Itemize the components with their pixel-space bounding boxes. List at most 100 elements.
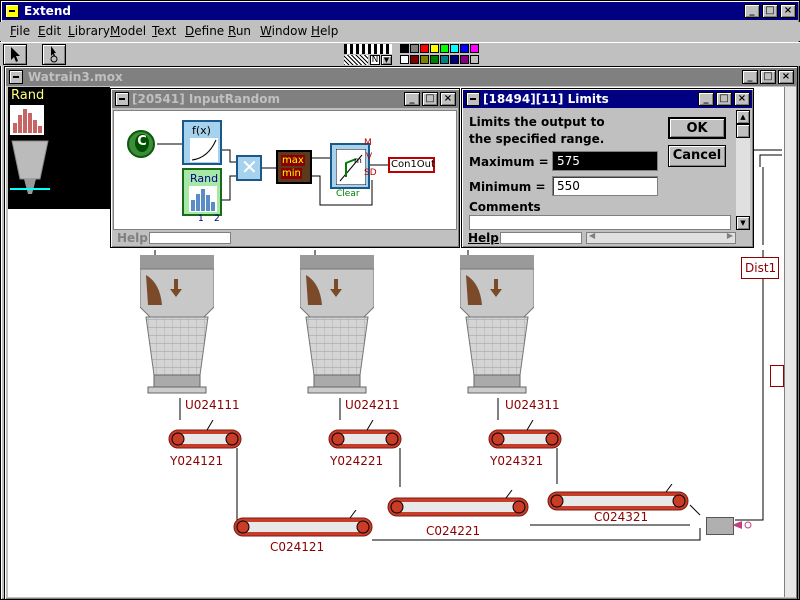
limits-hscroll[interactable]: ◀ ▶ bbox=[586, 231, 736, 244]
menu-run[interactable]: Run bbox=[228, 24, 252, 38]
menu-model[interactable]: Model bbox=[110, 24, 147, 38]
inputrandom-minimize-button[interactable]: _ bbox=[404, 92, 420, 106]
color-swatch[interactable] bbox=[400, 55, 409, 64]
color-swatch[interactable] bbox=[450, 55, 459, 64]
connector-tool[interactable] bbox=[42, 44, 66, 65]
menu-text[interactable]: Text bbox=[152, 24, 177, 38]
rand-block-icon[interactable]: Rand bbox=[8, 87, 110, 209]
output-block-partial[interactable] bbox=[770, 365, 784, 387]
combiner-output-icon bbox=[732, 521, 752, 529]
hopper-unit[interactable] bbox=[299, 255, 375, 397]
feeder-conveyor[interactable] bbox=[327, 419, 403, 455]
conveyor-icon bbox=[488, 419, 562, 449]
menu-file[interactable]: File bbox=[10, 24, 31, 38]
color-swatch[interactable] bbox=[400, 44, 409, 53]
inputrandom-titlebar[interactable]: [20541] InputRandom _ □ × bbox=[112, 90, 458, 108]
menu-help[interactable]: Help bbox=[311, 24, 339, 38]
feeder-conveyor[interactable] bbox=[167, 419, 243, 455]
plotter-block[interactable]: m bbox=[330, 143, 370, 189]
pattern-cell bbox=[344, 55, 368, 65]
minimum-input[interactable]: 550 bbox=[552, 176, 658, 196]
menu-define[interactable]: Define bbox=[185, 24, 225, 38]
color-swatch[interactable] bbox=[440, 55, 449, 64]
color-swatch[interactable] bbox=[460, 55, 469, 64]
limits-titlebar[interactable]: [18494][11] Limits _ □ × bbox=[463, 90, 752, 108]
main-conveyor[interactable] bbox=[546, 483, 690, 517]
main-conveyor[interactable] bbox=[386, 489, 530, 523]
conveyor-icon bbox=[547, 483, 689, 511]
limits-title: [18494][11] Limits bbox=[483, 92, 609, 106]
color-swatch[interactable] bbox=[410, 44, 419, 53]
random-label: Rand bbox=[190, 172, 219, 185]
color-swatch[interactable] bbox=[430, 55, 439, 64]
inputrandom-close-button[interactable]: × bbox=[440, 92, 456, 106]
hopper-unit[interactable] bbox=[459, 255, 535, 397]
maximize-button[interactable]: □ bbox=[762, 4, 778, 18]
ok-button[interactable]: OK bbox=[668, 117, 726, 139]
model-maximize-button[interactable]: □ bbox=[760, 70, 776, 84]
color-swatch[interactable] bbox=[460, 44, 469, 53]
arrow-cursor-icon bbox=[11, 47, 20, 62]
hopper-unit[interactable] bbox=[139, 255, 215, 397]
dist1-block[interactable]: Dist1 bbox=[741, 257, 779, 279]
scroll-thumb[interactable] bbox=[736, 124, 750, 138]
model-close-button[interactable]: × bbox=[778, 70, 794, 84]
comments-textarea[interactable] bbox=[469, 215, 731, 230]
menu-library[interactable]: Library bbox=[68, 24, 110, 38]
hscroll-left-arrow[interactable]: ◀ bbox=[589, 231, 596, 240]
output-connector-block[interactable]: Con1Out bbox=[388, 157, 435, 173]
color-swatch[interactable] bbox=[410, 55, 419, 64]
feeder-conveyor[interactable] bbox=[487, 419, 563, 455]
random-block[interactable]: Rand bbox=[182, 168, 222, 216]
pointer-tool[interactable] bbox=[3, 44, 27, 65]
histogram-icon bbox=[10, 105, 44, 135]
color-swatch[interactable] bbox=[430, 44, 439, 53]
link-cursor-icon bbox=[50, 46, 58, 63]
limits-close-button[interactable]: × bbox=[734, 92, 750, 106]
conveyor-label: C024321 bbox=[594, 510, 649, 524]
function-block[interactable]: f(x) bbox=[182, 120, 222, 165]
limits-vscroll[interactable]: ▲ ▼ bbox=[736, 110, 750, 230]
limit-block[interactable]: max min bbox=[276, 150, 312, 184]
limits-system-menu[interactable] bbox=[466, 92, 480, 106]
model-system-menu[interactable] bbox=[9, 70, 23, 84]
inputrandom-system-menu[interactable] bbox=[115, 92, 129, 106]
pattern-dropdown-arrow[interactable]: ▼ bbox=[381, 55, 392, 65]
limits-minimize-button[interactable]: _ bbox=[698, 92, 714, 106]
model-scrollbar[interactable] bbox=[784, 87, 796, 597]
limits-help-button[interactable]: Help bbox=[468, 231, 499, 245]
multiply-block[interactable]: ✕ bbox=[236, 155, 262, 181]
scroll-up-arrow[interactable]: ▲ bbox=[736, 110, 750, 124]
app-icon[interactable] bbox=[5, 4, 19, 18]
combiner-block[interactable] bbox=[706, 517, 734, 535]
cancel-button[interactable]: Cancel bbox=[668, 145, 726, 167]
menu-edit[interactable]: Edit bbox=[38, 24, 62, 38]
inputrandom-help-field[interactable] bbox=[149, 232, 231, 244]
limits-help-field[interactable] bbox=[500, 232, 582, 244]
constant-block[interactable]: C bbox=[127, 130, 155, 158]
multiply-icon: ✕ bbox=[241, 155, 258, 179]
inputrandom-maximize-button[interactable]: □ bbox=[422, 92, 438, 106]
color-swatch[interactable] bbox=[470, 44, 479, 53]
maximum-input[interactable]: 575 bbox=[552, 151, 658, 171]
hscroll-right-arrow[interactable]: ▶ bbox=[726, 231, 733, 240]
model-titlebar[interactable]: Watrain3.mox _ □ × bbox=[6, 68, 796, 86]
inputrandom-help-button[interactable]: Help bbox=[117, 231, 148, 245]
minimize-button[interactable]: _ bbox=[744, 4, 760, 18]
limits-description: Limits the output to the specified range… bbox=[469, 115, 605, 146]
app-titlebar[interactable]: Extend _ □ × bbox=[2, 2, 798, 20]
scroll-down-arrow[interactable]: ▼ bbox=[736, 216, 750, 230]
color-palette[interactable] bbox=[400, 44, 490, 66]
color-swatch[interactable] bbox=[440, 44, 449, 53]
menu-window[interactable]: Window bbox=[260, 24, 308, 38]
pattern-selector[interactable]: N ▼ bbox=[344, 44, 392, 65]
close-button[interactable]: × bbox=[780, 4, 796, 18]
color-swatch[interactable] bbox=[420, 44, 429, 53]
limits-maximize-button[interactable]: □ bbox=[716, 92, 732, 106]
model-minimize-button[interactable]: _ bbox=[742, 70, 758, 84]
limit-max-label: max bbox=[281, 155, 305, 166]
main-conveyor[interactable] bbox=[232, 509, 374, 543]
color-swatch[interactable] bbox=[420, 55, 429, 64]
color-swatch[interactable] bbox=[470, 55, 479, 64]
color-swatch[interactable] bbox=[450, 44, 459, 53]
